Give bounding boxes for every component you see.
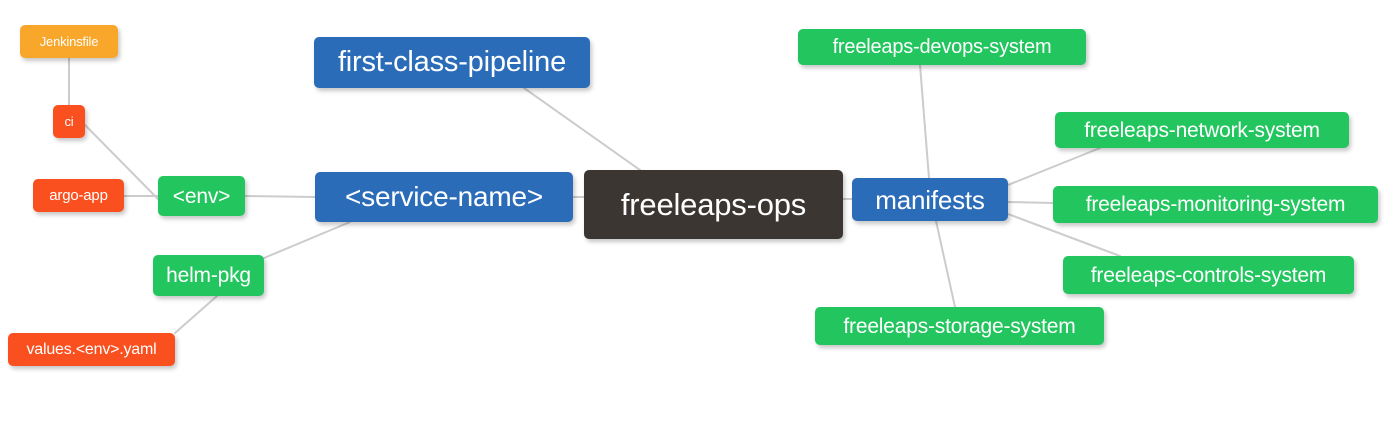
mindmap-node-service-name[interactable]: <service-name> bbox=[315, 172, 573, 222]
mindmap-node-first-class-pipeline[interactable]: first-class-pipeline bbox=[314, 37, 590, 88]
mindmap-edge-manifests-to-freeleaps-monitoring-system bbox=[1007, 201, 1054, 204]
mindmap-node-label: helm-pkg bbox=[166, 264, 251, 287]
mindmap-node-freeleaps-storage-system[interactable]: freeleaps-storage-system bbox=[815, 307, 1104, 345]
mindmap-node-label: values.<env>.yaml bbox=[26, 340, 157, 358]
mindmap-node-label: manifests bbox=[875, 184, 985, 215]
mindmap-node-label: freeleaps-storage-system bbox=[843, 314, 1076, 338]
mindmap-edge-manifests-to-freeleaps-network-system bbox=[1007, 147, 1101, 186]
mindmap-edge-helm-pkg-to-service-name bbox=[263, 221, 351, 259]
mindmap-node-label: freeleaps-devops-system bbox=[832, 36, 1052, 58]
mindmap-node-helm-pkg[interactable]: helm-pkg bbox=[153, 255, 264, 296]
mindmap-node-jenkinsfile[interactable]: Jenkinsfile bbox=[20, 25, 118, 58]
mindmap-node-values-env-yaml[interactable]: values.<env>.yaml bbox=[8, 333, 175, 366]
mindmap-node-label: Jenkinsfile bbox=[39, 34, 99, 49]
mindmap-node-label: ci bbox=[64, 114, 74, 129]
mindmap-node-label: first-class-pipeline bbox=[337, 46, 567, 78]
mindmap-node-freeleaps-monitoring-system[interactable]: freeleaps-monitoring-system bbox=[1053, 186, 1378, 223]
mindmap-node-freeleaps-devops-system[interactable]: freeleaps-devops-system bbox=[798, 29, 1086, 65]
mindmap-node-label: argo-app bbox=[49, 187, 108, 204]
mindmap-edge-manifests-to-freeleaps-storage-system bbox=[935, 220, 956, 308]
mindmap-node-label: freeleaps-monitoring-system bbox=[1085, 193, 1346, 216]
mindmap-node-label: freeleaps-ops bbox=[620, 187, 807, 222]
mindmap-edge-manifests-to-freeleaps-devops-system bbox=[919, 64, 930, 179]
mindmap-node-env[interactable]: <env> bbox=[158, 176, 245, 216]
mindmap-node-label: <env> bbox=[172, 184, 231, 208]
mindmap-node-label: freeleaps-controls-system bbox=[1090, 263, 1327, 287]
mindmap-node-argo-app[interactable]: argo-app bbox=[33, 179, 124, 212]
mindmap-edge-env-to-service-name bbox=[244, 195, 316, 198]
mindmap-edge-first-class-pipeline-to-freeleaps-ops bbox=[523, 87, 641, 171]
mindmap-node-freeleaps-controls-system[interactable]: freeleaps-controls-system bbox=[1063, 256, 1354, 294]
mindmap-node-label: freeleaps-network-system bbox=[1084, 118, 1320, 142]
mindmap-node-freeleaps-network-system[interactable]: freeleaps-network-system bbox=[1055, 112, 1349, 148]
mindmap-node-manifests[interactable]: manifests bbox=[852, 178, 1008, 221]
mindmap-node-label: <service-name> bbox=[345, 181, 543, 212]
mindmap-edge-values-env-yaml-to-helm-pkg bbox=[174, 295, 218, 334]
mindmap-node-ci[interactable]: ci bbox=[53, 105, 85, 138]
mindmap-node-freeleaps-ops[interactable]: freeleaps-ops bbox=[584, 170, 843, 239]
